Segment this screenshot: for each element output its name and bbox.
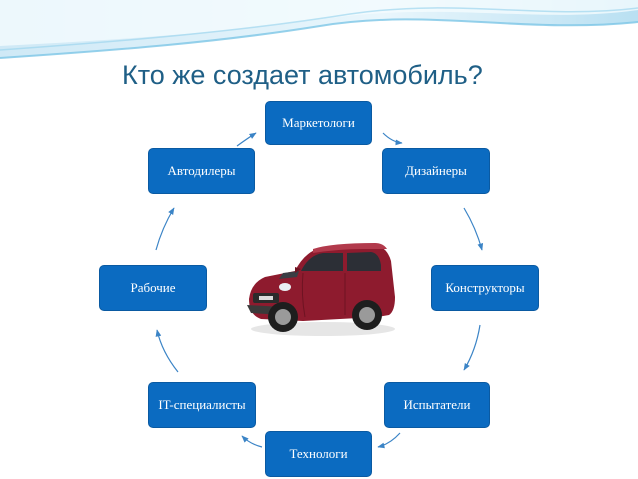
arrow-testers-technologists — [377, 432, 401, 449]
node-designers: Дизайнеры — [382, 148, 490, 194]
arrow-it-workers — [155, 329, 179, 373]
arrow-constructors-testers — [463, 324, 481, 371]
node-technologists: Технологи — [265, 431, 372, 477]
header-wave-banner — [0, 0, 638, 59]
node-constructors: Конструкторы — [431, 265, 539, 311]
arrow-dealers-marketers — [236, 132, 257, 147]
node-it-specialists: IT-специалисты — [148, 382, 256, 428]
arrow-technologists-it — [241, 435, 263, 448]
node-marketers: Маркетологи — [265, 101, 372, 145]
car-image — [243, 207, 400, 361]
arrow-marketers-designers — [382, 132, 403, 146]
car-icon — [247, 243, 395, 336]
node-dealers: Автодилеры — [148, 148, 255, 194]
slide-title: Кто же создает автомобиль? — [122, 60, 483, 90]
arrow-workers-dealers — [155, 207, 175, 251]
arrow-designers-constructors — [463, 207, 484, 251]
node-workers: Рабочие — [99, 265, 207, 311]
node-testers: Испытатели — [384, 382, 490, 428]
